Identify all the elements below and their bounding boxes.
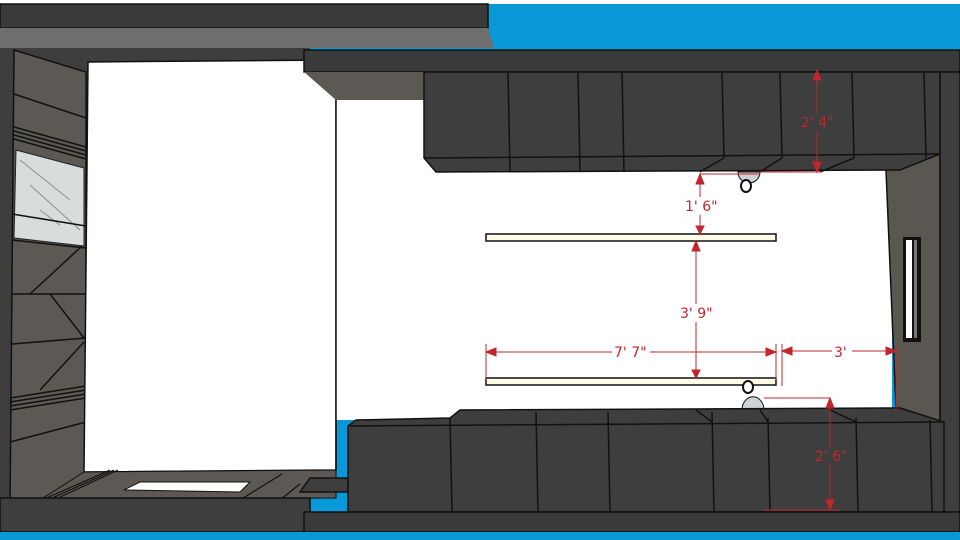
room-opening xyxy=(83,59,337,473)
ceiling-slab-left xyxy=(0,3,494,48)
slit-window xyxy=(903,237,921,342)
dim-shelf-gap: 3' 9" xyxy=(680,306,713,322)
dim-shelf-length: 7' 7" xyxy=(614,345,647,361)
dim-lower-cabinet-height: 2' 6" xyxy=(815,449,848,465)
marble-panel xyxy=(13,149,85,247)
kitchen-room xyxy=(0,49,960,540)
shelf-lower xyxy=(485,377,777,386)
dim-upper-to-shelf: 1' 6" xyxy=(685,199,718,215)
bottom-slab xyxy=(303,511,960,533)
dim-shelf-to-wall: 3' xyxy=(834,345,847,361)
floor-light-panel xyxy=(123,481,252,493)
shelf-upper xyxy=(485,233,777,242)
left-room xyxy=(0,48,337,533)
feature-wall xyxy=(9,48,87,512)
dimension-lines xyxy=(484,68,898,512)
pendant-light-top xyxy=(737,171,761,193)
upper-cabinets xyxy=(423,71,941,173)
pendant-light-bottom xyxy=(741,380,765,411)
top-border xyxy=(0,0,960,4)
dim-upper-cabinet-height: 2' 4" xyxy=(801,115,834,131)
top-slab xyxy=(303,49,960,73)
